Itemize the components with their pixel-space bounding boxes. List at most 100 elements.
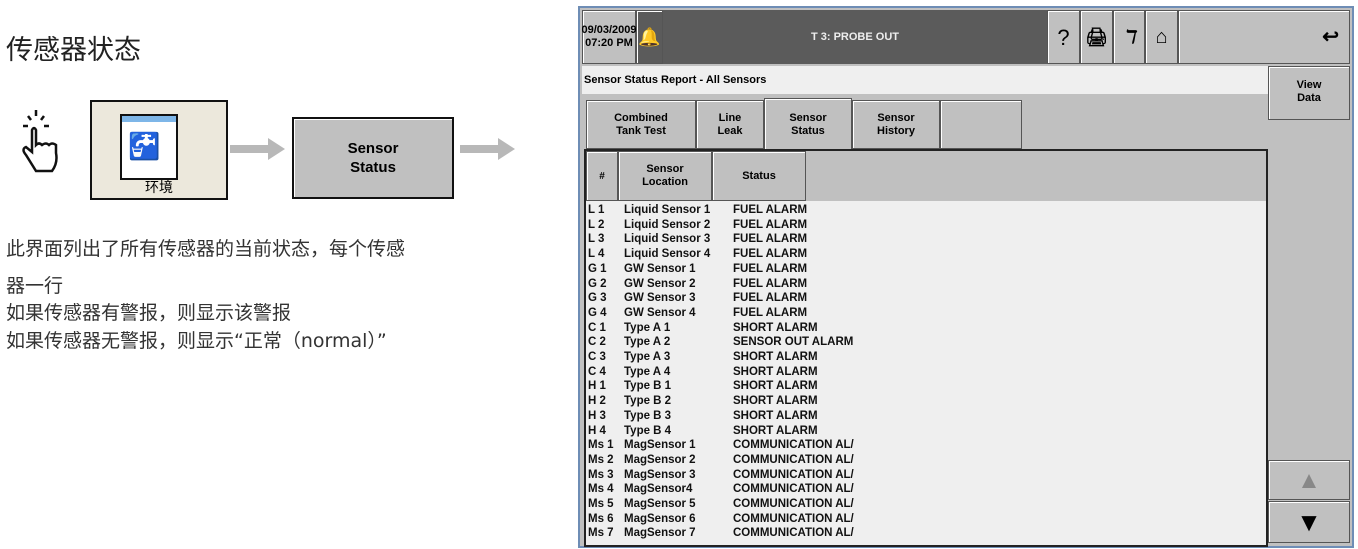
sensor-status: SHORT ALARM — [733, 395, 818, 408]
sensor-status: SHORT ALARM — [733, 380, 818, 393]
sensor-status: COMMUNICATION AL/ — [733, 439, 854, 452]
sensor-location: MagSensor 2 — [624, 453, 696, 466]
sensor-status: SHORT ALARM — [733, 365, 818, 378]
table-body: L 1 Liquid Sensor 1 FUEL ALARM L 2 Liquid Se… — [586, 203, 1266, 545]
column-header-status[interactable]: Status — [712, 151, 806, 201]
sensor-status: SENSOR OUT ALARM — [733, 336, 854, 349]
scroll-down-button[interactable]: ▼ — [1268, 501, 1350, 543]
sensor-number: L 4 — [588, 248, 605, 261]
sensor-number: Ms 5 — [588, 498, 614, 510]
tab-sensor-history[interactable]: Sensor History — [852, 100, 940, 149]
sensor-number: Ms 1 — [588, 439, 614, 452]
sensor-location: Liquid Sensor 1 — [624, 204, 711, 216]
sensor-status: COMMUNICATION AL/ — [733, 483, 854, 496]
sensor-location: Type B 3 — [624, 409, 672, 422]
sensor-number: H 3 — [588, 409, 606, 422]
sensor-number: Ms 3 — [588, 468, 614, 481]
sensor-location: Type B 4 — [624, 424, 672, 437]
help-icon[interactable]: ? — [1047, 10, 1080, 64]
time: 07:20 PM — [585, 37, 633, 49]
column-header-number[interactable]: # — [586, 151, 618, 201]
sensor-number: L 1 — [588, 204, 605, 216]
sensor-location: GW Sensor 4 — [624, 306, 696, 319]
sensor-location: MagSensor 7 — [624, 527, 696, 540]
description-line: 器一行 — [6, 275, 64, 297]
sensor-location: Type A 3 — [624, 351, 671, 363]
sensor-status: FUEL ALARM — [733, 204, 808, 216]
environment-label: 环境 — [145, 180, 173, 196]
tab-sensor-status[interactable]: Sensor Status — [764, 98, 852, 150]
sensor-number: C 3 — [588, 351, 606, 363]
sensor-number: C 2 — [588, 336, 606, 349]
view-data-button[interactable]: View Data — [1268, 66, 1350, 120]
sensor-location: Type B 2 — [624, 395, 672, 408]
sensor-number: H 4 — [588, 424, 606, 437]
environment-menu-icon[interactable]: 🚰 环境 — [90, 100, 228, 200]
report-title: Sensor Status Report - All Sensors — [582, 66, 1268, 94]
sensor-location: MagSensor4 — [624, 483, 693, 496]
faucet-document-icon: 🚰 — [120, 114, 178, 180]
tap-hand-icon — [22, 110, 58, 173]
sensor-number: C 4 — [588, 365, 606, 378]
back-icon[interactable]: ↩ — [1178, 10, 1350, 64]
sensor-status: SHORT ALARM — [733, 321, 818, 334]
sensor-number: G 4 — [588, 306, 607, 319]
description-line: 如果传感器有警报，则显示该警报 — [6, 302, 292, 324]
sensor-status: FUEL ALARM — [733, 277, 808, 290]
home-icon[interactable]: ⌂ — [1145, 10, 1178, 64]
column-header-location[interactable]: Sensor Location — [618, 151, 712, 201]
sensor-status: SHORT ALARM — [733, 424, 818, 437]
sensor-location: Type A 2 — [624, 336, 671, 349]
sensor-location: Liquid Sensor 3 — [624, 233, 711, 246]
sensor-location: MagSensor 3 — [624, 468, 696, 481]
description-line: 此界面列出了所有传感器的当前状态，每个传感 — [6, 238, 406, 260]
alarm-banner[interactable]: T 3: PROBE OUT — [663, 10, 1047, 64]
sensor-location: Type B 1 — [624, 380, 672, 393]
arrow-right-icon — [230, 138, 285, 160]
sensor-number: Ms 7 — [588, 527, 614, 540]
sensor-status: FUEL ALARM — [733, 262, 808, 275]
sensor-location: GW Sensor 3 — [624, 292, 696, 305]
sensor-status: FUEL ALARM — [733, 306, 808, 319]
sensor-status: COMMUNICATION AL/ — [733, 512, 854, 525]
sensor-status: FUEL ALARM — [733, 218, 808, 231]
sensor-number: Ms 2 — [588, 453, 614, 466]
sensor-location: Type A 4 — [624, 365, 671, 378]
sensor-status: COMMUNICATION AL/ — [733, 468, 854, 481]
sensor-status: FUEL ALARM — [733, 292, 808, 305]
page-title: 传感器状态 — [6, 35, 141, 66]
sensor-number: H 2 — [588, 395, 606, 408]
sensor-status: FUEL ALARM — [733, 248, 808, 261]
sensor-status: SHORT ALARM — [733, 351, 818, 363]
arrow-right-icon — [460, 138, 515, 160]
sensor-status-button-example: Sensor Status — [292, 117, 454, 199]
sensor-status: COMMUNICATION AL/ — [733, 498, 854, 510]
paper-feed-icon[interactable]: ℸ — [1113, 10, 1145, 64]
alarm-bell-icon[interactable]: 🔔 — [636, 10, 663, 64]
sensor-number: Ms 4 — [588, 483, 614, 496]
scroll-up-button[interactable]: ▲ — [1268, 460, 1350, 500]
sensor-location: Type A 1 — [624, 321, 671, 334]
sensor-number: G 3 — [588, 292, 607, 305]
sensor-number: H 1 — [588, 380, 606, 393]
sensor-status: COMMUNICATION AL/ — [733, 453, 854, 466]
sensor-location: Liquid Sensor 4 — [624, 248, 711, 261]
sensor-location: MagSensor 5 — [624, 498, 696, 510]
sensor-number: G 1 — [588, 262, 607, 275]
sensor-status: FUEL ALARM — [733, 233, 808, 246]
sensor-location: Liquid Sensor 2 — [624, 218, 711, 231]
sensor-status: COMMUNICATION AL/ — [733, 527, 854, 540]
sensor-location: GW Sensor 2 — [624, 277, 696, 290]
date: 09/03/2009 — [581, 24, 637, 36]
sensor-number: L 2 — [588, 218, 605, 231]
sensor-number: G 2 — [588, 277, 607, 290]
sensor-location: GW Sensor 1 — [624, 262, 696, 275]
sensor-location: MagSensor 1 — [624, 439, 696, 452]
print-icon[interactable]: 🖨 — [1080, 10, 1113, 64]
tab-combined-tank-test[interactable]: Combined Tank Test — [586, 100, 696, 149]
sensor-location: MagSensor 6 — [624, 512, 696, 525]
tab-line-leak[interactable]: Line Leak — [696, 100, 764, 149]
sensor-number: C 1 — [588, 321, 606, 334]
